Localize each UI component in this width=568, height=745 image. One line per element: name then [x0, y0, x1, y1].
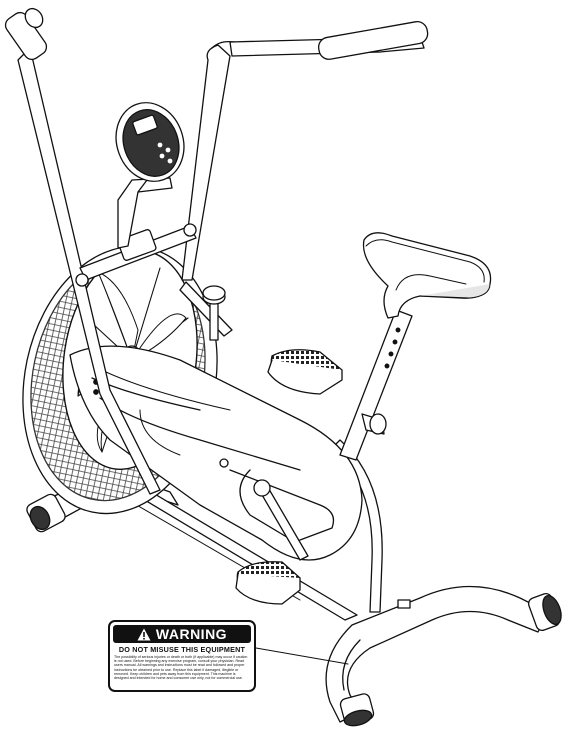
label-leader-line	[255, 647, 349, 665]
right-pedal	[267, 349, 343, 395]
warning-triangle-icon	[137, 628, 151, 640]
left-pedal	[235, 561, 301, 605]
saddle	[362, 232, 492, 319]
tension-knob	[179, 281, 233, 341]
right-handlebar	[181, 21, 429, 281]
console-display	[115, 102, 185, 182]
warning-title: WARNING	[155, 626, 228, 642]
warning-body-text: The possibility of serious injuries or d…	[114, 655, 248, 681]
warning-header: WARNING	[113, 625, 251, 643]
left-handlebar	[4, 7, 161, 495]
seat-post	[339, 309, 413, 461]
warning-label: WARNING DO NOT MISUSE THIS EQUIPMENT The…	[108, 620, 256, 692]
front-stabilizer	[325, 585, 562, 727]
warning-subtitle: DO NOT MISUSE THIS EQUIPMENT	[118, 645, 246, 654]
